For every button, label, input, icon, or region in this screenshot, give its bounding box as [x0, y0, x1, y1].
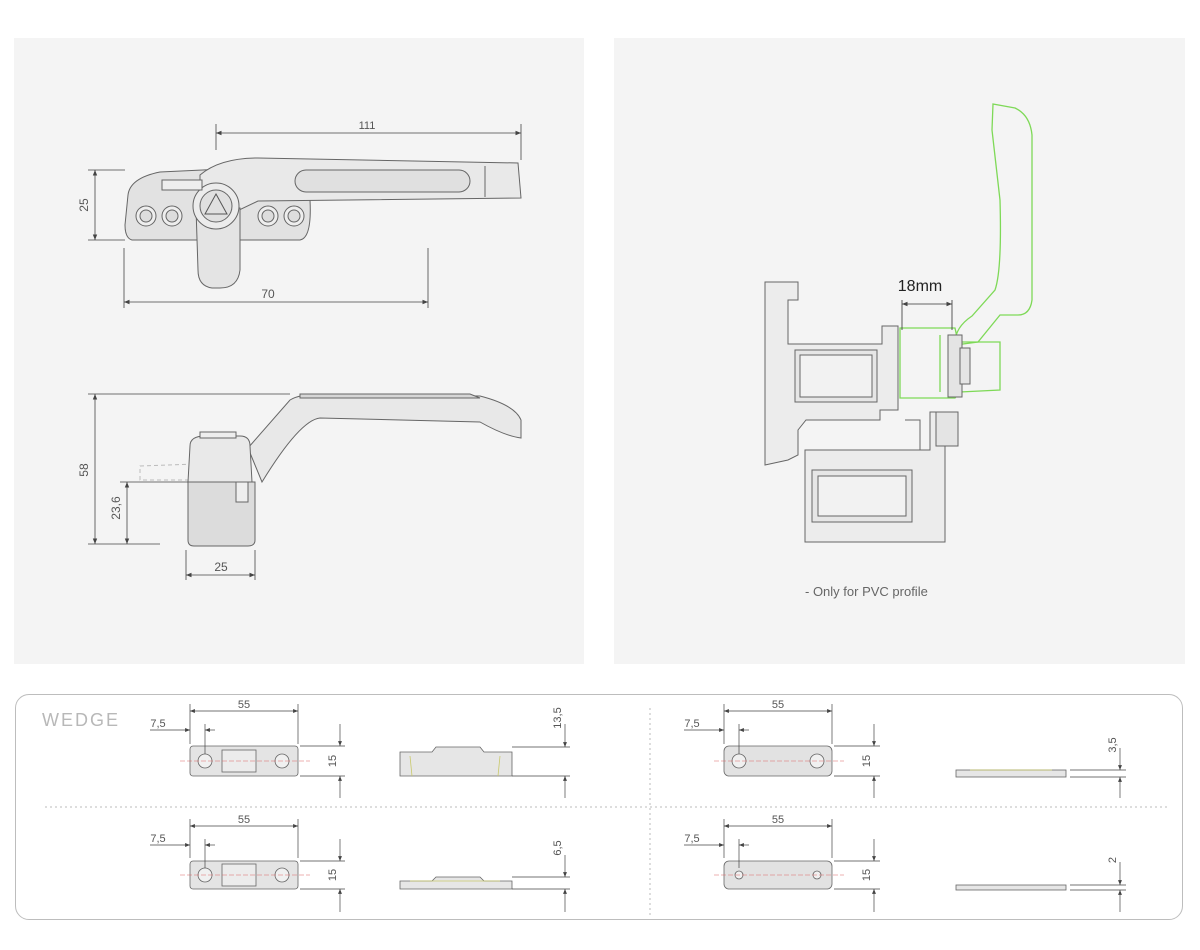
wedge-4-width-label: 55 — [772, 814, 784, 826]
wedge-2-height-label: 3,5 — [1107, 737, 1119, 752]
wedge-3-dimensions — [150, 819, 570, 912]
wedge-2-dimensions — [684, 704, 1126, 798]
wedge-3-offset-label: 7,5 — [150, 833, 165, 845]
wedge-2-offset-label: 7,5 — [684, 718, 699, 730]
handle-side-dimensions — [88, 393, 290, 580]
wedge-1-dimensions — [150, 704, 570, 798]
wedge-1-plan — [180, 745, 310, 777]
dim-25-height-label: 25 — [77, 198, 91, 212]
wedge-1-width-label: 55 — [238, 699, 250, 711]
wedge-4-dimensions — [684, 819, 1126, 912]
pvc-dimension — [901, 300, 953, 330]
wedge-4-side — [955, 884, 1067, 891]
wedge-title: WEDGE — [42, 710, 121, 730]
wedge-2-depth-label: 15 — [861, 755, 873, 767]
dim-58-label: 58 — [77, 463, 91, 477]
wedge-1-offset-label: 7,5 — [150, 718, 165, 730]
wedge-3-side — [399, 876, 513, 890]
wedge-3-depth-label: 15 — [327, 869, 339, 881]
handle-drawing-panel — [14, 38, 584, 664]
handle-top-view — [124, 157, 522, 289]
handle-side-view — [139, 393, 522, 547]
pvc-profile-drawing — [764, 281, 946, 543]
wedge-1-side — [399, 746, 513, 777]
dim-18mm-label: 18mm — [898, 278, 942, 295]
wedge-2-side — [955, 769, 1067, 778]
wedge-4-height-label: 2 — [1107, 857, 1119, 863]
wedge-4-plan — [714, 860, 844, 890]
handle-top-dimensions — [88, 124, 522, 308]
dim-111-label: 111 — [359, 120, 376, 132]
wedge-1-height-label: 13,5 — [552, 707, 564, 728]
pvc-hardware — [935, 334, 971, 447]
pvc-profile-note: - Only for PVC profile — [805, 584, 928, 599]
wedge-1-depth-label: 15 — [327, 755, 339, 767]
dim-25-width-label: 25 — [214, 560, 228, 574]
wedge-3-plan — [180, 860, 310, 890]
wedge-4-offset-label: 7,5 — [684, 833, 699, 845]
wedge-4-depth-label: 15 — [861, 869, 873, 881]
wedge-2-width-label: 55 — [772, 699, 784, 711]
wedge-3-height-label: 6,5 — [552, 840, 564, 855]
dim-23-6-label: 23,6 — [109, 496, 123, 520]
dim-70-label: 70 — [261, 287, 275, 301]
wedge-3-width-label: 55 — [238, 814, 250, 826]
wedge-2-plan — [714, 745, 844, 777]
